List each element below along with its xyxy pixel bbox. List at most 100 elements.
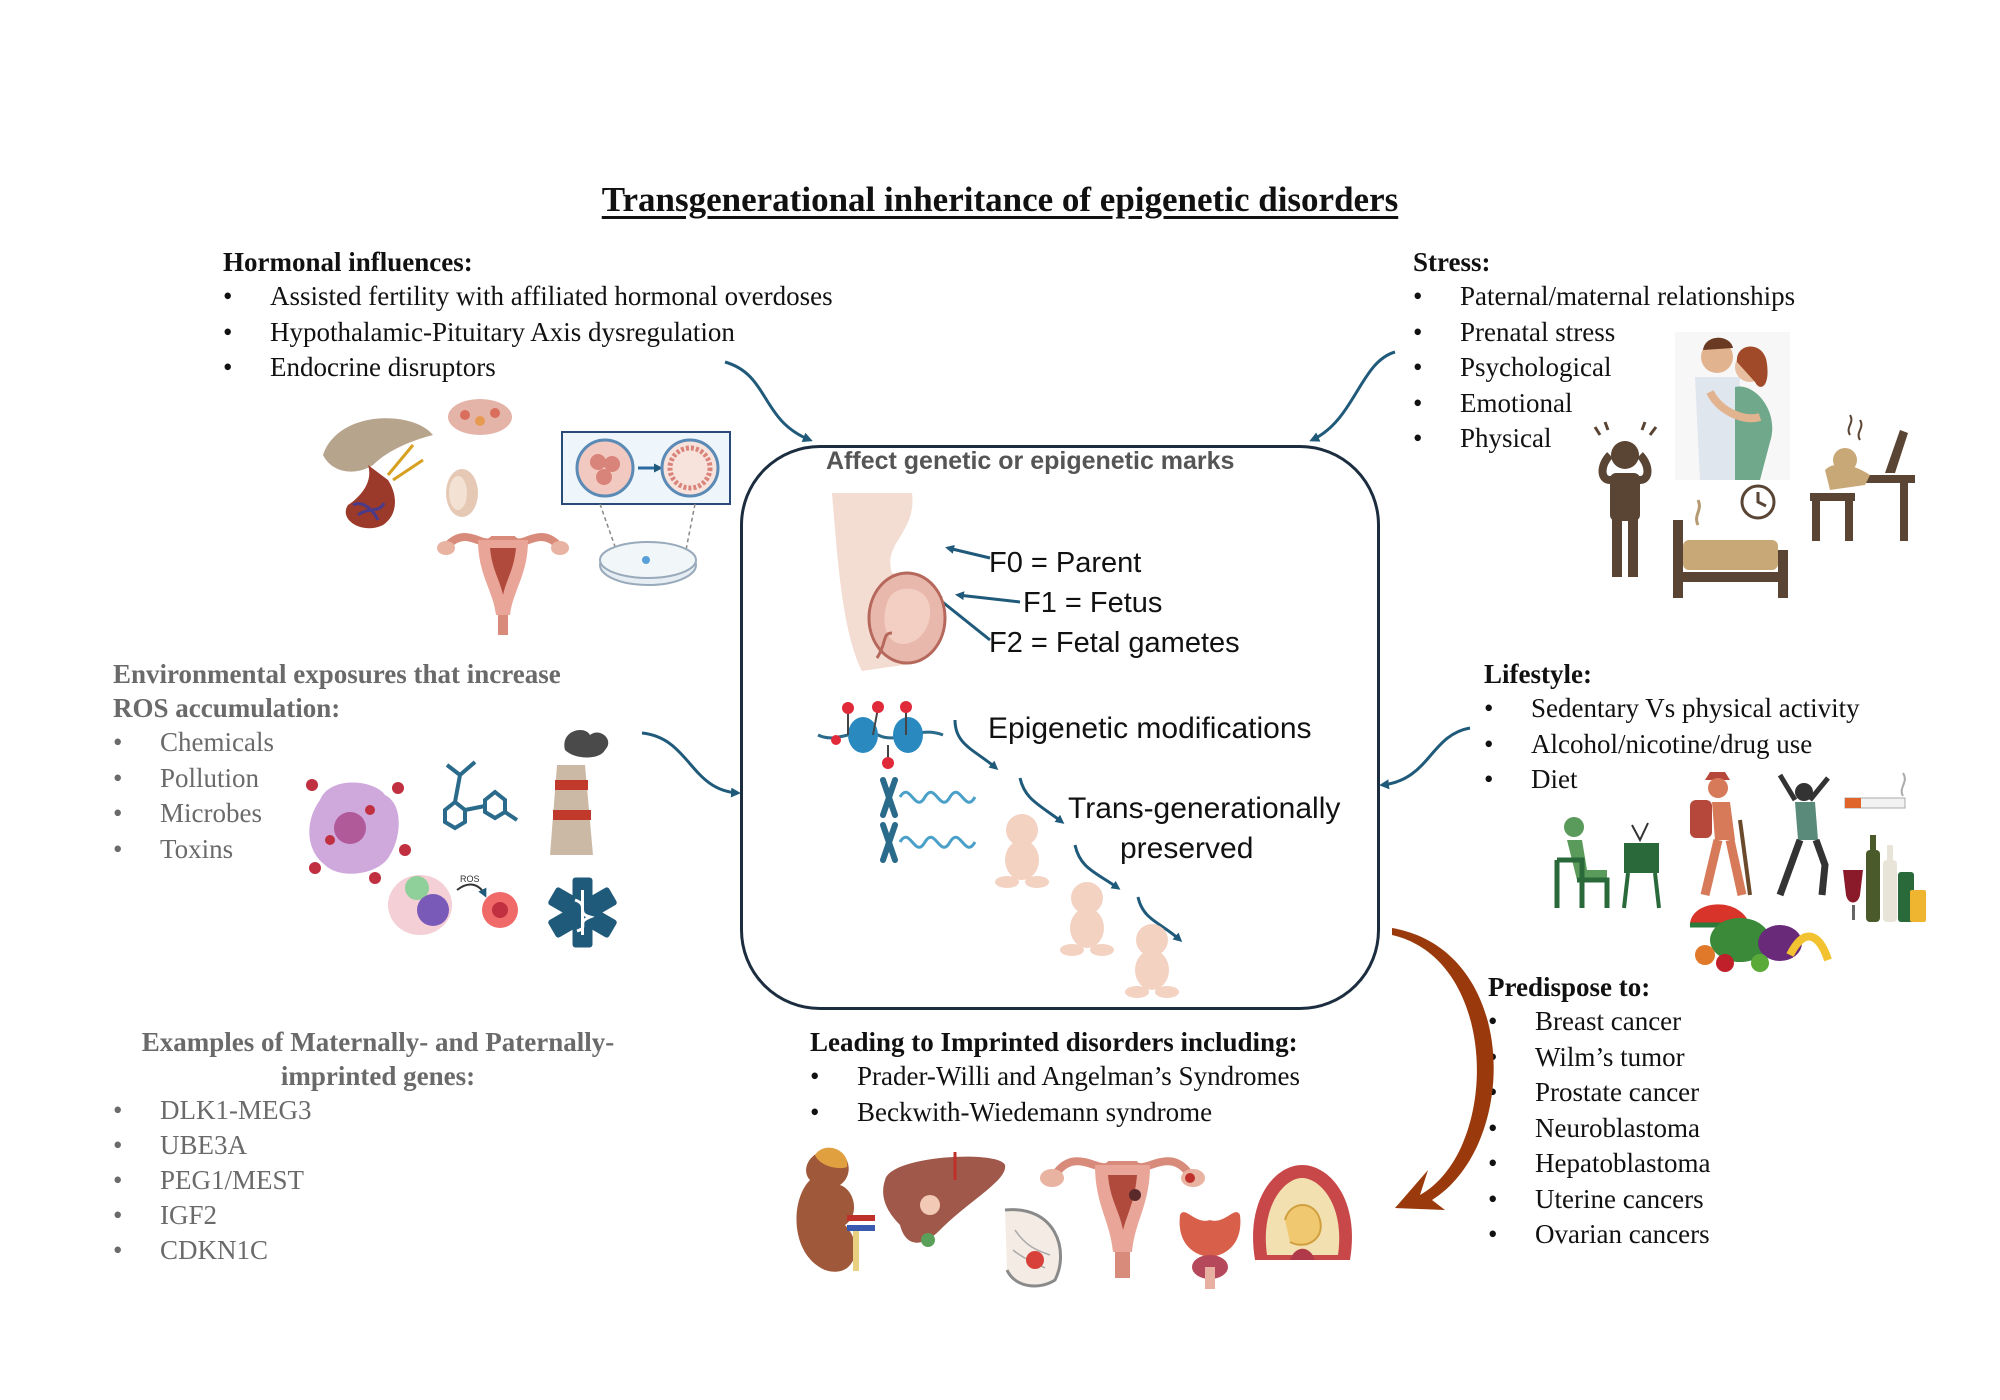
cigarette-icon xyxy=(1844,772,1906,809)
ivf-dish-icon xyxy=(561,431,731,586)
list-item: Alcohol/nicotine/drug use xyxy=(1484,727,1860,763)
baby-icon xyxy=(995,814,1049,888)
f0-pointer-arrow xyxy=(945,545,991,560)
stress-section: Stress: Paternal/maternal relationships … xyxy=(1413,245,1795,457)
step-arrow-2 xyxy=(1018,777,1065,824)
brain-section-icon xyxy=(1253,1165,1352,1260)
pregnant-belly-icon xyxy=(832,493,947,671)
list-item: Toxins xyxy=(113,832,561,868)
list-item: Hypothalamic-Pituitary Axis dysregulatio… xyxy=(223,315,833,351)
alcohol-bottles-icon xyxy=(1843,835,1926,922)
lifestyle-arrow xyxy=(1379,726,1471,790)
imprinted-disorders-heading: Leading to Imprinted disorders including… xyxy=(810,1027,1298,1057)
list-item: Psychological xyxy=(1413,350,1795,386)
step-arrow-1 xyxy=(953,719,999,770)
uterus-icon xyxy=(437,533,569,635)
stress-arrow xyxy=(1309,350,1396,442)
environmental-heading-line1: Environmental exposures that increase xyxy=(113,659,561,689)
ovary-icon xyxy=(448,399,512,435)
list-item: DLK1-MEG3 xyxy=(113,1093,643,1128)
step-arrow-3 xyxy=(1073,844,1121,890)
medical-star-icon xyxy=(548,877,617,948)
list-item: Prenatal stress xyxy=(1413,315,1795,351)
uterus-tumor-icon xyxy=(1040,1157,1205,1278)
list-item: Sedentary Vs physical activity xyxy=(1484,691,1860,727)
imprinted-disorders-list: Prader-Willi and Angelman’s Syndromes Be… xyxy=(810,1059,1300,1130)
central-box-title: Affect genetic or epigenetic marks xyxy=(826,447,1235,475)
generation-f1-label: F1 = Fetus xyxy=(1023,587,1163,619)
list-item: Physical xyxy=(1413,421,1795,457)
list-item: Hepatoblastoma xyxy=(1488,1146,1710,1182)
list-item: Neuroblastoma xyxy=(1488,1111,1710,1147)
list-item: Endocrine disruptors xyxy=(223,350,833,386)
preserved-label-line2: preserved xyxy=(1120,832,1254,865)
list-item: Emotional xyxy=(1413,386,1795,422)
hormonal-list: Assisted fertility with affiliated hormo… xyxy=(223,279,833,386)
list-item: Assisted fertility with affiliated hormo… xyxy=(223,279,833,315)
liver-icon xyxy=(883,1152,1006,1247)
breast-icon xyxy=(1004,1208,1063,1288)
predispose-list: Breast cancer Wilm’s tumor Prostate canc… xyxy=(1488,1004,1710,1253)
worker-desk-icon xyxy=(1810,414,1915,541)
dna-chromosome-icon xyxy=(880,777,977,863)
imprinted-genes-section: Examples of Maternally- and Paternally- … xyxy=(113,1025,643,1268)
list-item: UBE3A xyxy=(113,1128,643,1163)
stress-list: Paternal/maternal relationships Prenatal… xyxy=(1413,279,1795,457)
pituitary-icon xyxy=(323,418,433,529)
imprinted-genes-list: DLK1-MEG3 UBE3A PEG1/MEST IGF2 CDKN1C xyxy=(113,1093,643,1268)
step-arrow-4 xyxy=(1136,896,1183,943)
predispose-section: Predispose to: Breast cancer Wilm’s tumo… xyxy=(1488,970,1710,1253)
ros-cells-icon: ROS xyxy=(388,874,518,935)
sleepless-bed-icon xyxy=(1673,484,1788,598)
factory-smoke-icon xyxy=(550,730,609,855)
list-item: IGF2 xyxy=(113,1198,643,1233)
hormonal-arrow xyxy=(724,360,813,443)
baby-icon xyxy=(1060,882,1114,956)
list-item: Pollution xyxy=(113,761,561,797)
environmental-heading-line2: ROS accumulation: xyxy=(113,693,341,723)
list-item: PEG1/MEST xyxy=(113,1163,643,1198)
baby-icon xyxy=(1125,924,1179,998)
list-item: Paternal/maternal relationships xyxy=(1413,279,1795,315)
testis-icon xyxy=(446,469,478,517)
lifestyle-list: Sedentary Vs physical activity Alcohol/n… xyxy=(1484,691,1860,798)
stressed-person-icon xyxy=(1593,421,1658,577)
environmental-section: Environmental exposures that increase RO… xyxy=(113,657,561,867)
sitting-tv-icon xyxy=(1554,817,1661,909)
hormonal-heading: Hormonal influences: xyxy=(223,247,473,277)
list-item: Prader-Willi and Angelman’s Syndromes xyxy=(810,1059,1300,1095)
lifestyle-section: Lifestyle: Sedentary Vs physical activit… xyxy=(1484,657,1860,798)
list-item: Beckwith-Wiedemann syndrome xyxy=(810,1095,1300,1131)
predispose-curved-arrow xyxy=(1392,928,1494,1210)
generation-f2-label: F2 = Fetal gametes xyxy=(989,627,1240,659)
food-pile-icon xyxy=(1690,904,1832,972)
imprinted-genes-heading-line1: Examples of Maternally- and Paternally- xyxy=(141,1027,615,1057)
diagram-title: Transgenerational inheritance of epigene… xyxy=(601,180,1399,219)
exercise-icon xyxy=(1776,773,1830,897)
list-item: Breast cancer xyxy=(1488,1004,1710,1040)
environmental-arrow xyxy=(641,731,741,798)
lifestyle-heading: Lifestyle: xyxy=(1484,659,1592,689)
list-item: CDKN1C xyxy=(113,1233,643,1268)
list-item: Microbes xyxy=(113,796,561,832)
epigenetic-modifications-label: Epigenetic modifications xyxy=(988,712,1312,745)
imprinted-genes-heading-line2: imprinted genes: xyxy=(280,1061,476,1091)
preserved-label-line1: Trans-generationally xyxy=(1068,792,1341,825)
couple-icon xyxy=(1675,332,1790,480)
hormonal-section: Hormonal influences: Assisted fertility … xyxy=(223,245,833,386)
hiker-icon xyxy=(1690,772,1752,897)
nucleosome-icon xyxy=(817,701,944,769)
stress-heading: Stress: xyxy=(1413,247,1491,277)
list-item: Ovarian cancers xyxy=(1488,1217,1710,1253)
list-item: Chemicals xyxy=(113,725,561,761)
list-item: Uterine cancers xyxy=(1488,1182,1710,1218)
f1-pointer-arrow xyxy=(955,591,1021,604)
imprinted-disorders-section: Leading to Imprinted disorders including… xyxy=(810,1025,1300,1130)
generation-f0-label: F0 = Parent xyxy=(989,547,1142,579)
list-item: Prostate cancer xyxy=(1488,1075,1710,1111)
list-item: Diet xyxy=(1484,762,1860,798)
predispose-heading: Predispose to: xyxy=(1488,972,1651,1002)
molecule-icon xyxy=(443,760,519,831)
damaged-cell-icon xyxy=(306,779,411,884)
